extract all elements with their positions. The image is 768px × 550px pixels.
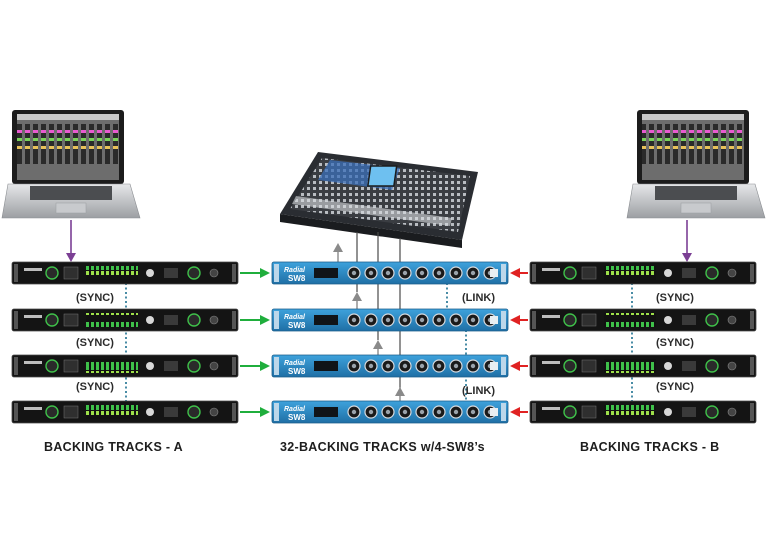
arrow-a-2: [240, 315, 270, 325]
sync-label-left-1: (SYNC): [76, 292, 114, 304]
audio-interface-a-4: [11, 400, 239, 424]
switcher-model-label: SW8: [288, 321, 306, 330]
laptop-connection-left: [66, 220, 76, 262]
sync-label-right-2: (SYNC): [656, 337, 694, 349]
switcher-brand-label: Radial: [284, 360, 306, 367]
audio-interface-a-3: [11, 354, 239, 378]
link-label-1: (LINK): [462, 292, 495, 304]
link-label-2: (LINK): [462, 385, 495, 397]
arrow-b-1: [510, 268, 528, 278]
audio-interface-b-4: [529, 400, 757, 424]
caption-backing-tracks-b: BACKING TRACKS - B: [580, 440, 720, 454]
sync-label-left-2: (SYNC): [76, 337, 114, 349]
sync-label-right-3: (SYNC): [656, 381, 694, 393]
arrow-a-4: [240, 407, 270, 417]
arrow-a-3: [240, 361, 270, 371]
laptop-connection-right: [682, 220, 692, 262]
audio-interface-a-2: [11, 308, 239, 332]
audio-interface-a-1: [11, 261, 239, 285]
switcher-model-label: SW8: [288, 413, 306, 422]
laptop-right: [626, 110, 766, 219]
switcher-brand-label: Radial: [284, 267, 306, 274]
sync-label-left-3: (SYNC): [76, 381, 114, 393]
mixing-console: [280, 152, 478, 248]
laptop-left: [1, 110, 141, 219]
arrow-b-4: [510, 407, 528, 417]
audio-interface-b-3: [529, 354, 757, 378]
audio-interface-b-2: [529, 308, 757, 332]
switcher-brand-label: Radial: [284, 406, 306, 413]
switcher-model-label: SW8: [288, 367, 306, 376]
audio-interface-b-1: [529, 261, 757, 285]
arrow-b-3: [510, 361, 528, 371]
arrow-b-2: [510, 315, 528, 325]
switcher-model-label: SW8: [288, 274, 306, 283]
arrow-a-1: [240, 268, 270, 278]
caption-backing-tracks-a: BACKING TRACKS - A: [44, 440, 183, 454]
switcher-brand-label: Radial: [284, 314, 306, 321]
caption-center: 32-BACKING TRACKS w/4-SW8’s: [280, 440, 485, 454]
sync-label-right-1: (SYNC): [656, 292, 694, 304]
